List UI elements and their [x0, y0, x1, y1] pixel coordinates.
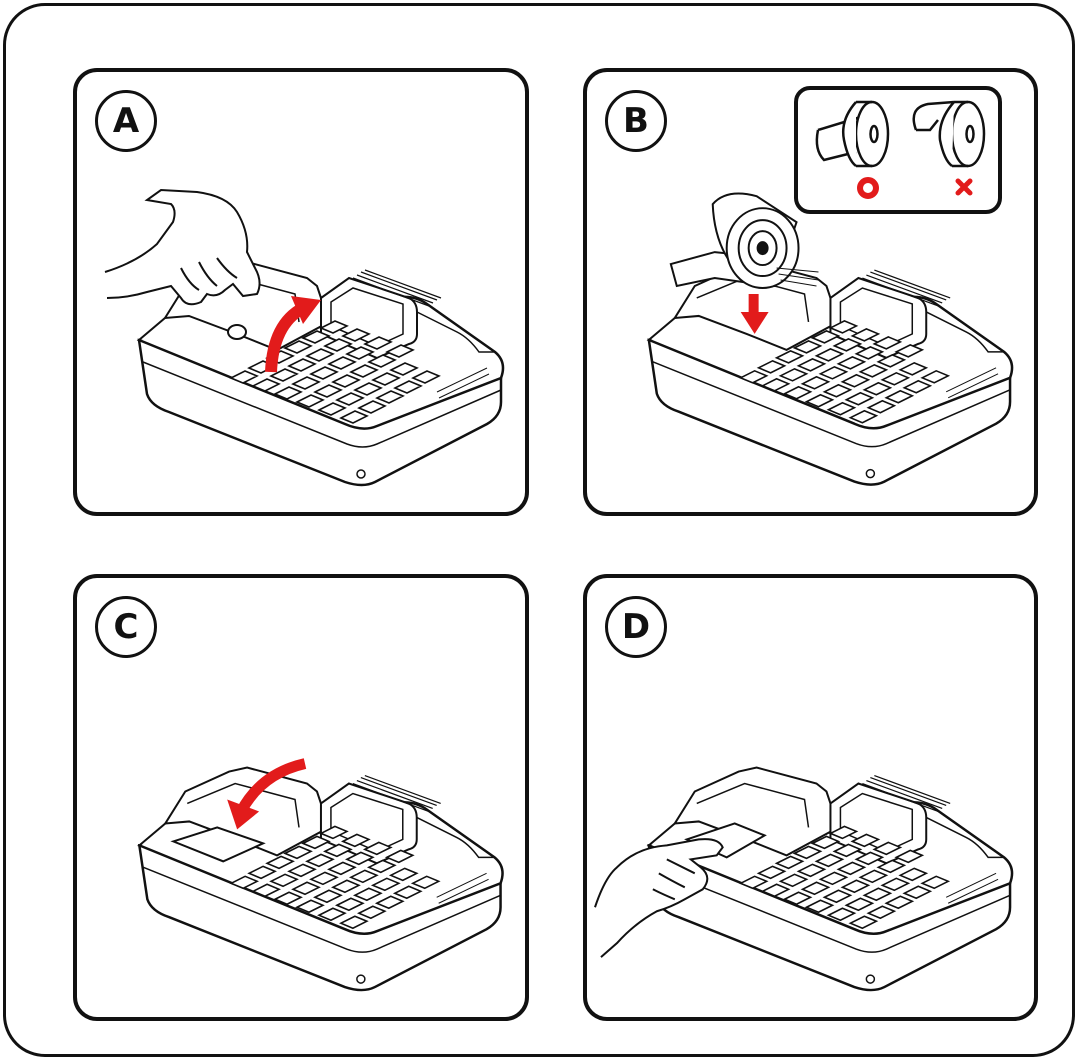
cross-icon [958, 181, 970, 193]
step-badge-d: D [605, 596, 667, 658]
diagram-frame: A B [3, 3, 1075, 1057]
step-badge-c: C [95, 596, 157, 658]
step-panel-c: C [73, 574, 529, 1021]
paper-roll-wrong-icon [914, 102, 984, 166]
step-badge-a: A [95, 90, 157, 152]
step-panel-a: A [73, 68, 529, 516]
step-panel-d: D [583, 574, 1038, 1021]
step-label-d: D [622, 610, 650, 644]
step-badge-b: B [605, 90, 667, 152]
step-panel-b: B [583, 68, 1038, 516]
paper-roll-correct-icon [817, 102, 888, 166]
step-label-b: B [623, 104, 649, 138]
paper-orientation-inset [794, 86, 1002, 214]
step-label-c: C [114, 610, 139, 644]
step-label-a: A [113, 104, 139, 138]
check-circle-icon [860, 180, 876, 196]
